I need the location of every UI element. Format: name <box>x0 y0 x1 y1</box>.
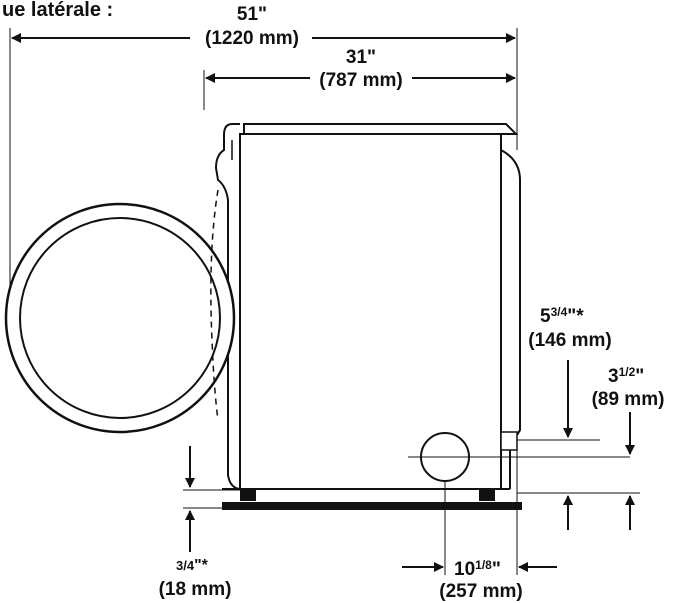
dimension-vent-height-lower: 31/2" (89 mm) <box>592 365 665 530</box>
overall-depth-metric: (1220 mm) <box>205 28 299 49</box>
view-title: ue latérale : <box>2 0 113 21</box>
vent-lower-imperial: 31/2" <box>608 365 644 387</box>
floor-plate <box>222 502 522 510</box>
vent-upper-imperial: 53/4"* <box>540 305 584 327</box>
vent-offset-metric: (257 mm) <box>439 581 522 602</box>
dryer-feet <box>240 489 495 501</box>
dryer-body <box>214 123 521 490</box>
dimension-overall-depth: 51" (1220 mm) <box>11 4 516 49</box>
dimension-pedestal-gap: 3/4"* (18 mm) <box>159 446 240 600</box>
dimension-cabinet-depth: 31" (787 mm) <box>205 47 516 91</box>
pedestal-gap-metric: (18 mm) <box>159 579 232 600</box>
vent-offset-imperial: 101/8" <box>454 558 501 580</box>
pedestal-gap-imperial: 3/4"* <box>176 557 209 574</box>
dimension-vent-height-upper: 53/4"* (146 mm) <box>528 305 612 530</box>
overall-depth-imperial: 51" <box>237 4 267 25</box>
dimension-vent-offset: 101/8" (257 mm) <box>402 558 557 602</box>
rear-vent-stub <box>500 431 518 451</box>
vent-upper-metric: (146 mm) <box>528 330 611 351</box>
dryer-door <box>4 189 236 434</box>
cabinet-depth-metric: (787 mm) <box>319 70 402 91</box>
vent-lower-metric: (89 mm) <box>592 389 665 410</box>
cabinet-depth-imperial: 31" <box>346 47 376 68</box>
